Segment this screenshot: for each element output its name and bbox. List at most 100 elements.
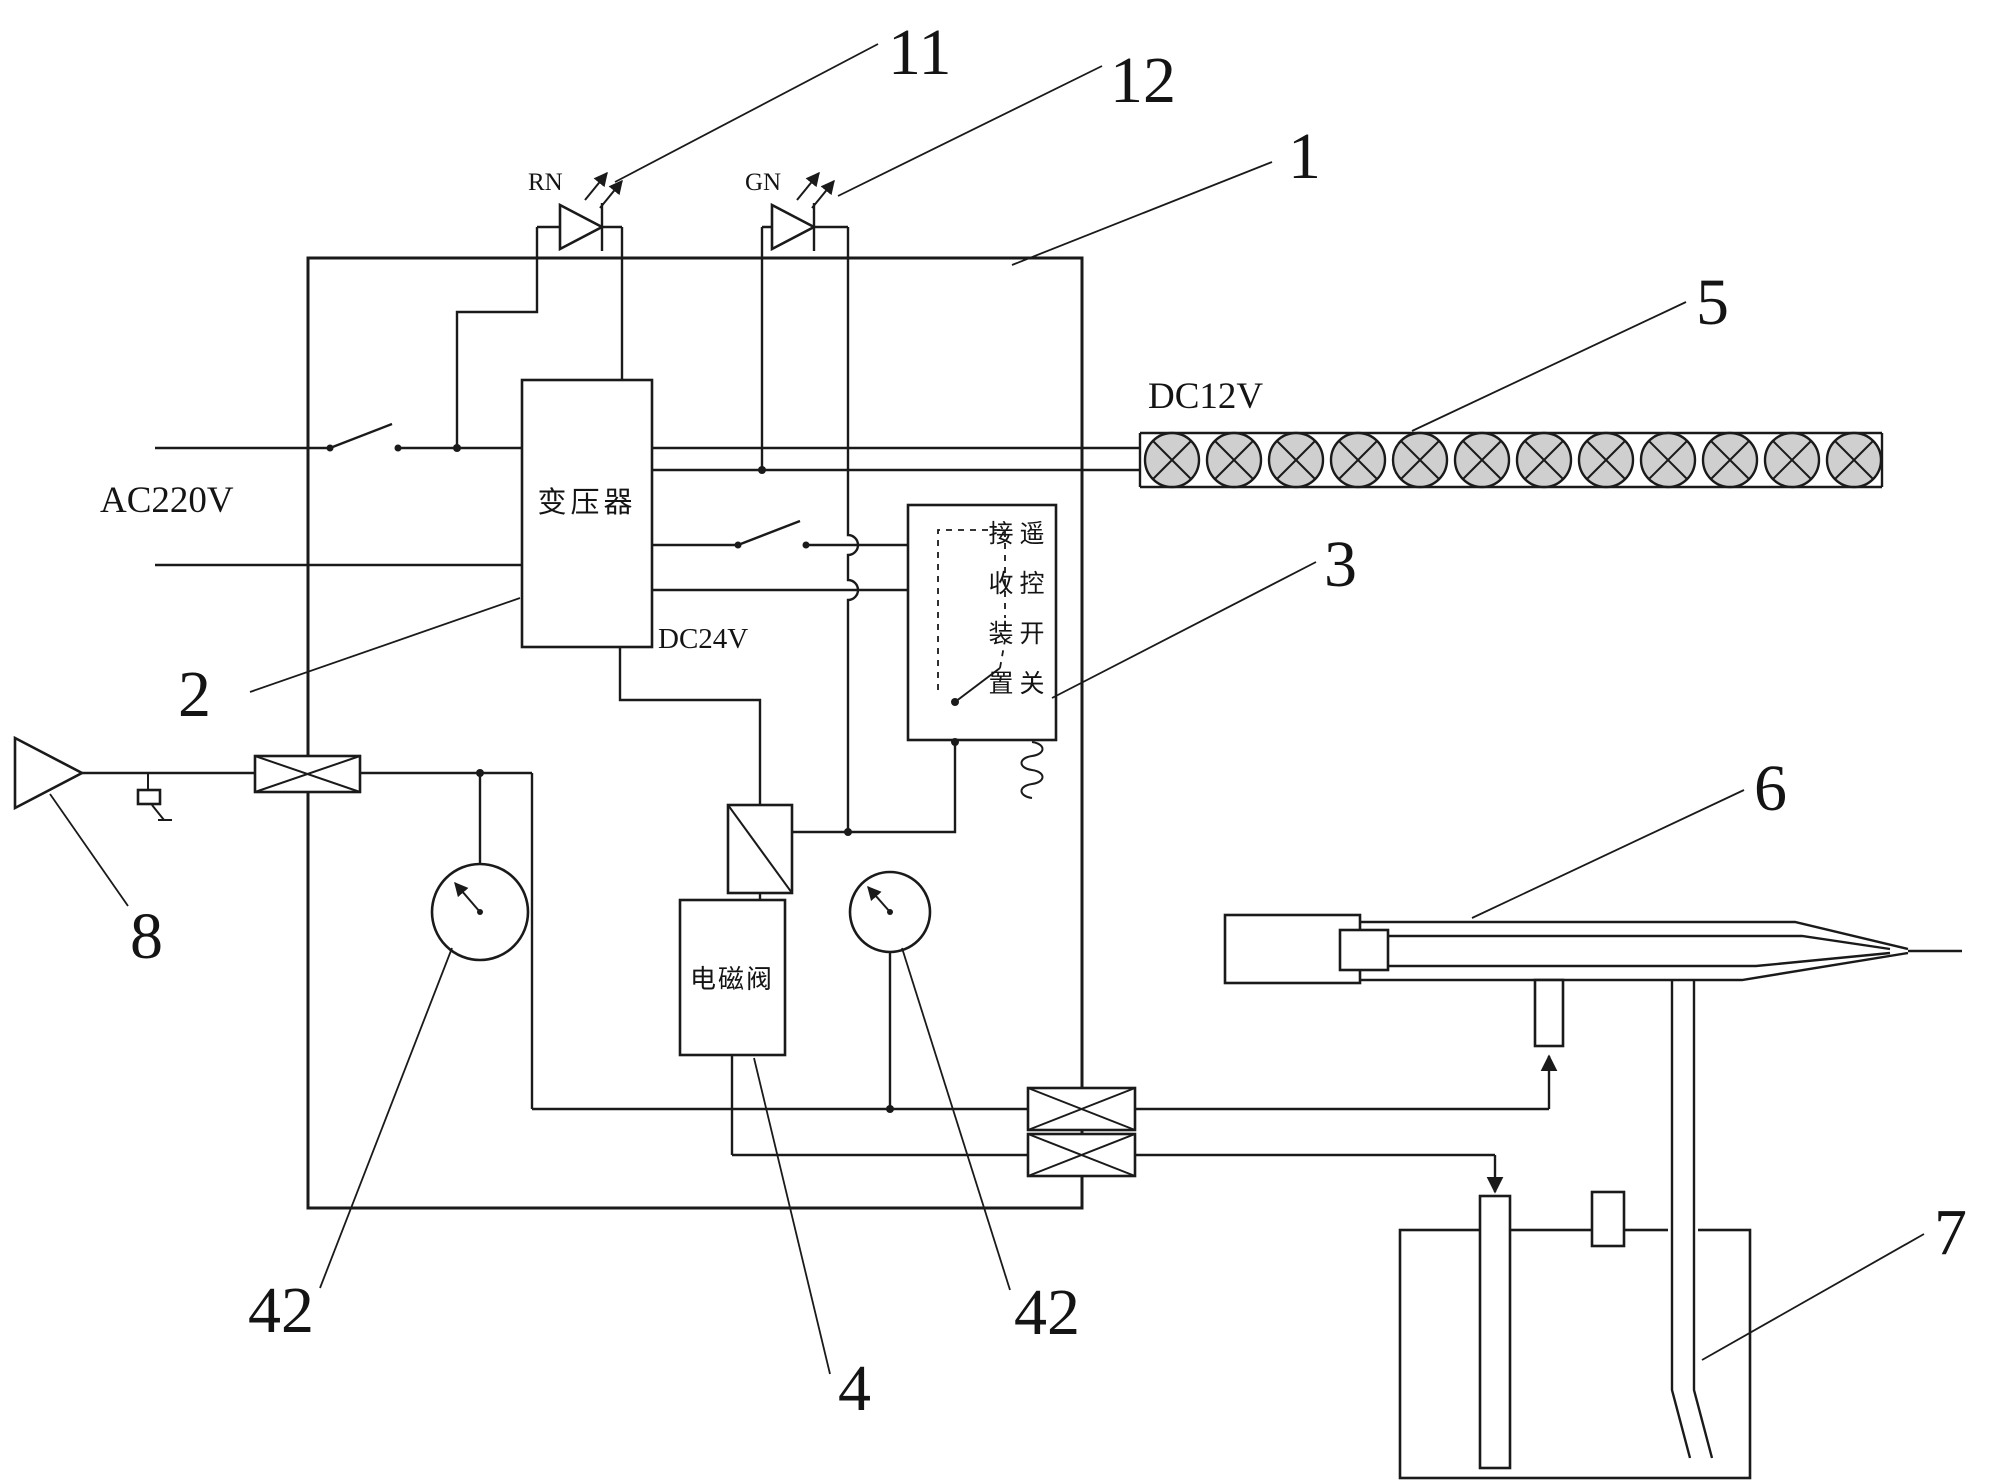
gauge-needle-icon	[867, 885, 891, 913]
transformer: 变压器	[520, 378, 654, 649]
solenoid-assembly: 电磁阀	[678, 803, 794, 1057]
ref-label-4: 4	[838, 1352, 871, 1425]
filter-left	[253, 754, 362, 794]
leader-to-6	[1471, 789, 1745, 919]
red-led-circuit	[455, 171, 624, 448]
leader-to-12	[837, 65, 1103, 197]
air-horn	[13, 735, 172, 821]
red-led-icon	[558, 202, 605, 252]
red-led-wires	[455, 225, 624, 448]
gun-inlet-port	[1533, 978, 1565, 1048]
receiver-internal-dashed	[937, 529, 1006, 690]
lamp-icon	[1453, 431, 1511, 489]
ref-label-1: 1	[1288, 120, 1321, 193]
drain-valve-body	[136, 788, 162, 806]
air-pipe-network	[82, 771, 1028, 1157]
ac-input-wires	[155, 422, 522, 567]
leader-to-11	[614, 43, 879, 183]
filter-cross-icon	[1027, 1087, 1136, 1131]
leader-to-3	[1051, 561, 1317, 699]
lamp-rails	[1138, 431, 1884, 489]
air-pipes	[82, 771, 1558, 1194]
tank-body	[1398, 1228, 1752, 1480]
spray-gun	[1223, 913, 1962, 1048]
leader-lines	[49, 43, 1925, 1375]
filter-cross-icon	[1027, 1133, 1136, 1177]
ref-label-12: 12	[1110, 44, 1176, 117]
hose-to-gun	[1135, 1107, 1549, 1157]
remote-receiver	[906, 503, 1058, 799]
pressure-gauge-left	[430, 862, 530, 962]
ref-label-6: 6	[1754, 752, 1787, 825]
transformer-box	[520, 378, 654, 649]
suction-tube	[1478, 1194, 1512, 1470]
receiver-box	[906, 503, 1058, 742]
filter-out-bottom	[1026, 1132, 1137, 1178]
leader-to-42-left	[319, 947, 453, 1289]
lamp-icon	[1205, 431, 1263, 489]
receiver-output-wire	[792, 740, 957, 834]
leader-to-42-right	[901, 947, 1011, 1291]
ref-label-11: 11	[888, 16, 952, 89]
receiver-switch-icon	[954, 667, 1001, 703]
filter-cross-icon	[254, 755, 361, 793]
dc24-wire	[618, 647, 762, 805]
gn-label: GN	[745, 169, 781, 196]
paint-tank	[1398, 980, 1752, 1480]
green-led-icon	[770, 202, 817, 252]
main-switch-icon	[329, 422, 393, 450]
ref-label-5: 5	[1696, 266, 1729, 339]
ac220v-label: AC220V	[100, 480, 234, 521]
antenna-coil-icon	[1020, 741, 1044, 799]
solenoid-valve-label: 电磁阀	[690, 965, 774, 995]
led-emission-arrow	[811, 179, 835, 209]
lamp-icon	[1267, 431, 1325, 489]
lamp-string	[1138, 431, 1884, 489]
gun-body	[1223, 913, 1362, 985]
rn-label: RN	[528, 169, 563, 196]
control-box-outline	[306, 256, 1084, 1210]
tank-fitting	[1590, 1190, 1626, 1248]
ref-label-42-right: 42	[1014, 1276, 1080, 1349]
junction-dots	[326, 444, 959, 1113]
lamp-icon	[1515, 431, 1573, 489]
lamp-icon	[1143, 431, 1201, 489]
lamp-icon	[1391, 431, 1449, 489]
pressure-gauge-right	[848, 870, 932, 954]
horn-cone-icon	[13, 735, 85, 811]
led-emission-arrow	[796, 171, 820, 201]
lamp-icon	[1825, 431, 1883, 489]
receiver-label: 遥控开关接收装置	[985, 520, 1045, 720]
led-emission-arrow	[584, 171, 608, 201]
leader-to-8	[49, 793, 129, 907]
receiver-switch-pivot	[951, 698, 959, 706]
lamp-icon	[1639, 431, 1697, 489]
green-led-wires	[760, 225, 848, 470]
leader-to-5	[1411, 301, 1687, 432]
lamp-icon	[1763, 431, 1821, 489]
gauge-hub	[887, 909, 893, 915]
dc24v-label: DC24V	[658, 623, 748, 655]
dc12v-label: DC12V	[1148, 376, 1263, 417]
ref-label-7: 7	[1934, 1196, 1967, 1269]
receiver-feed-wires	[652, 543, 908, 592]
leader-to-7	[1701, 1233, 1925, 1361]
drain-valve-icon	[147, 773, 172, 821]
lamp-icon	[1329, 431, 1387, 489]
transformer-label: 变压器	[537, 485, 636, 519]
feed-switch-icon	[737, 519, 801, 547]
solenoid-valve-box	[678, 898, 787, 1057]
reference-numerals: 11 12 1 5 3 6 7 8 2 42 42 4	[130, 16, 1967, 1425]
dc-output-wires	[652, 446, 1140, 592]
gauge-hub	[477, 909, 483, 915]
led-emission-arrow	[599, 179, 623, 209]
dc12-rails	[652, 446, 1140, 472]
green-led-drop-wire	[846, 227, 860, 832]
ref-label-2: 2	[178, 658, 211, 731]
ref-label-3: 3	[1324, 528, 1357, 601]
filter-out-top	[1026, 1086, 1137, 1132]
tank-line-break	[1668, 1224, 1698, 1237]
pilot-valve-diagonal	[727, 804, 793, 894]
